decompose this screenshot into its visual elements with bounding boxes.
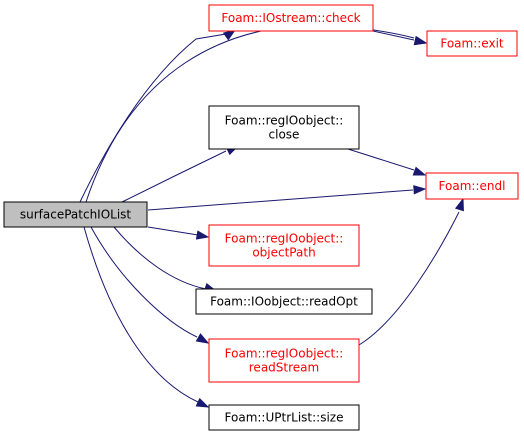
- arrowhead: [195, 397, 210, 408]
- node-box[interactable]: [208, 224, 360, 267]
- node-label: Foam::regIOobject::: [225, 232, 344, 246]
- node-label: objectPath: [252, 246, 315, 260]
- node-label: Foam::regIOobject::: [225, 347, 344, 361]
- node-box[interactable]: [208, 105, 360, 150]
- edge-readStream-endl: [358, 197, 464, 346]
- node-box[interactable]: [208, 338, 360, 383]
- node-label: Foam::IOobject::readOpt: [210, 295, 358, 309]
- node-close[interactable]: Foam::regIOobject::close: [208, 105, 360, 150]
- edges: [79, 24, 464, 408]
- node-box[interactable]: [426, 30, 518, 57]
- node-label: Foam::IOstream::check: [221, 11, 360, 25]
- edge-line: [147, 189, 414, 211]
- node-box[interactable]: [425, 172, 519, 200]
- edge-close-endl: [347, 148, 427, 176]
- node-label: surfacePatchIOList: [20, 208, 132, 222]
- edge-root-endl: [147, 185, 427, 211]
- node-check[interactable]: Foam::IOstream::check: [208, 4, 374, 32]
- edge-line: [358, 211, 460, 346]
- node-objectPath[interactable]: Foam::regIOobject::objectPath: [208, 224, 360, 267]
- node-label: close: [269, 128, 300, 142]
- arrowhead: [222, 29, 237, 41]
- node-endl[interactable]: Foam::endl: [425, 172, 519, 200]
- arrowhead: [454, 197, 464, 212]
- node-label: Foam::endl: [439, 179, 506, 193]
- node-box[interactable]: [3, 201, 148, 228]
- node-label: Foam::exit: [440, 37, 504, 51]
- node-label: Foam::regIOobject::: [225, 114, 344, 128]
- arrowhead: [412, 166, 427, 176]
- arrowhead: [413, 185, 427, 195]
- arrowhead: [195, 333, 210, 344]
- node-readStream[interactable]: Foam::regIOobject::readStream: [208, 338, 360, 383]
- edge-line: [147, 226, 199, 236]
- node-label: readStream: [249, 361, 319, 375]
- edge-root-objectPath: [147, 226, 210, 240]
- edge-root-readStream: [90, 226, 210, 344]
- edge-line: [113, 226, 207, 290]
- node-exit[interactable]: Foam::exit: [426, 30, 518, 57]
- nodes: surfacePatchIOList Foam::IOstream::checkF…: [3, 4, 519, 431]
- edge-root-size: [83, 226, 210, 408]
- node-root[interactable]: surfacePatchIOList: [3, 201, 148, 228]
- edge-check-exit: [372, 30, 428, 46]
- node-size[interactable]: Foam::UPtrList::size: [208, 404, 360, 431]
- edge-line: [83, 226, 199, 403]
- edge-line: [347, 148, 415, 171]
- edge-line: [90, 226, 198, 338]
- edge-line: [372, 30, 415, 41]
- node-label: Foam::UPtrList::size: [225, 411, 344, 425]
- arrowhead: [195, 230, 210, 240]
- edge-line: [79, 32, 233, 203]
- node-readOpt[interactable]: Foam::IOobject::readOpt: [195, 288, 373, 315]
- node-box[interactable]: [195, 288, 373, 315]
- arrowhead: [413, 35, 428, 46]
- edge-root-check: [79, 29, 237, 203]
- node-box[interactable]: [208, 4, 374, 32]
- edge-line: [121, 150, 227, 203]
- edge-root-close: [121, 145, 240, 203]
- node-box[interactable]: [208, 404, 360, 431]
